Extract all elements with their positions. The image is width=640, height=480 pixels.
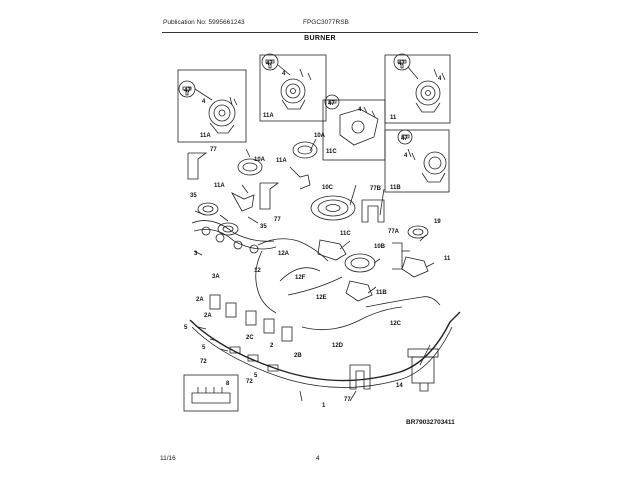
callout-4: 4 xyxy=(282,71,286,77)
callout-1: 1 xyxy=(322,403,326,409)
callout-77: 77 xyxy=(344,397,351,403)
gas-tube-12f xyxy=(279,267,321,282)
callout-2b: 2B xyxy=(294,353,302,359)
callout-47: 47 xyxy=(266,61,273,67)
gas-tube-12a xyxy=(257,238,329,262)
callout-4: 4 xyxy=(404,153,408,159)
callout-35: 35 xyxy=(260,224,267,230)
callout-77: 77 xyxy=(210,147,217,153)
callout-10c: 10C xyxy=(322,185,334,191)
page-number: 4 xyxy=(316,455,320,462)
callout-2c: 2C xyxy=(246,335,254,341)
gas-tube-12 xyxy=(255,250,277,314)
callout-10b: 10B xyxy=(374,244,386,250)
callout-11a: 11A xyxy=(214,183,225,189)
callout-12f: 12F xyxy=(295,275,306,281)
detail-box-11a-mid xyxy=(259,54,327,122)
callout-47: 47 xyxy=(401,136,408,142)
page-fraction: 11/16 xyxy=(160,455,176,462)
callout-12: 12 xyxy=(254,268,261,274)
callout-4: 4 xyxy=(202,99,206,105)
model-number: FPGC3077RSB xyxy=(303,19,349,26)
gas-tube-12d xyxy=(301,306,403,331)
page-title: BURNER xyxy=(304,35,336,42)
callout-2: 2 xyxy=(270,343,274,349)
callout-47: 47 xyxy=(328,101,335,107)
burner-cap-10c xyxy=(310,195,356,221)
callout-2a: 2A xyxy=(196,297,204,303)
callout-47: 47 xyxy=(184,88,191,94)
manifold-pipe-1 xyxy=(189,311,461,382)
detail-box-11-right xyxy=(384,54,451,124)
callout-5: 5 xyxy=(254,373,258,379)
callout-12c: 12C xyxy=(390,321,402,327)
callout-19: 19 xyxy=(434,219,441,225)
callout-72: 72 xyxy=(200,359,207,365)
callout-77b: 77B xyxy=(370,186,382,192)
callout-4: 4 xyxy=(358,107,362,113)
callout-8: 8 xyxy=(226,381,230,387)
callout-11a: 11A xyxy=(263,113,274,119)
callout-77a: 77A xyxy=(388,229,400,235)
callout-11b: 11B xyxy=(376,290,387,296)
callout-14: 14 xyxy=(396,383,403,389)
callout-10a: 10A xyxy=(254,157,266,163)
callout-35: 35 xyxy=(190,193,197,199)
callout-11a: 11A xyxy=(276,158,287,164)
valve-2a xyxy=(209,294,221,310)
detail-box-11b xyxy=(384,129,450,193)
callout-10a: 10A xyxy=(314,133,326,139)
callout-5: 5 xyxy=(202,345,206,351)
callout-11c: 11C xyxy=(340,231,351,237)
burner-cap-10a-top xyxy=(292,141,318,159)
bracket-77-left xyxy=(187,152,208,180)
callout-11c: 11C xyxy=(326,149,337,155)
burner-cap-10a-left xyxy=(237,158,263,176)
callout-11b: 11B xyxy=(390,185,401,191)
callout-47: 47 xyxy=(398,61,405,67)
burner-cap-10b xyxy=(344,253,376,273)
pressure-regulator-14 xyxy=(411,356,435,384)
publication-number: Publication No: 5995661243 xyxy=(163,19,245,26)
callout-2a: 2A xyxy=(204,313,212,319)
callout-77: 77 xyxy=(274,217,281,223)
callout-4: 4 xyxy=(438,76,442,82)
callout-72: 72 xyxy=(246,379,253,385)
callout-3a: 3A xyxy=(212,274,220,280)
callout-12a: 12A xyxy=(278,251,290,257)
callout-5: 5 xyxy=(184,325,188,331)
bracket-77b xyxy=(361,199,385,223)
burner-exploded-diagram: 47 4 11A 47 4 11A 47 4 11 47 4 11C 47 4 … xyxy=(177,53,461,412)
callout-3: 3 xyxy=(194,251,198,257)
callout-12d: 12D xyxy=(332,343,344,349)
ignition-switch-8-box xyxy=(183,374,239,412)
detail-box-11a-left xyxy=(177,69,247,143)
diagram-code: BR79032703411 xyxy=(406,419,455,426)
callout-11: 11 xyxy=(444,256,451,262)
callout-12e: 12E xyxy=(316,295,327,301)
callout-11: 11 xyxy=(390,115,397,121)
gas-tube-12c xyxy=(365,296,441,308)
bracket-77-low xyxy=(349,364,371,390)
callout-11a: 11A xyxy=(200,133,211,139)
header-divider xyxy=(162,32,478,33)
